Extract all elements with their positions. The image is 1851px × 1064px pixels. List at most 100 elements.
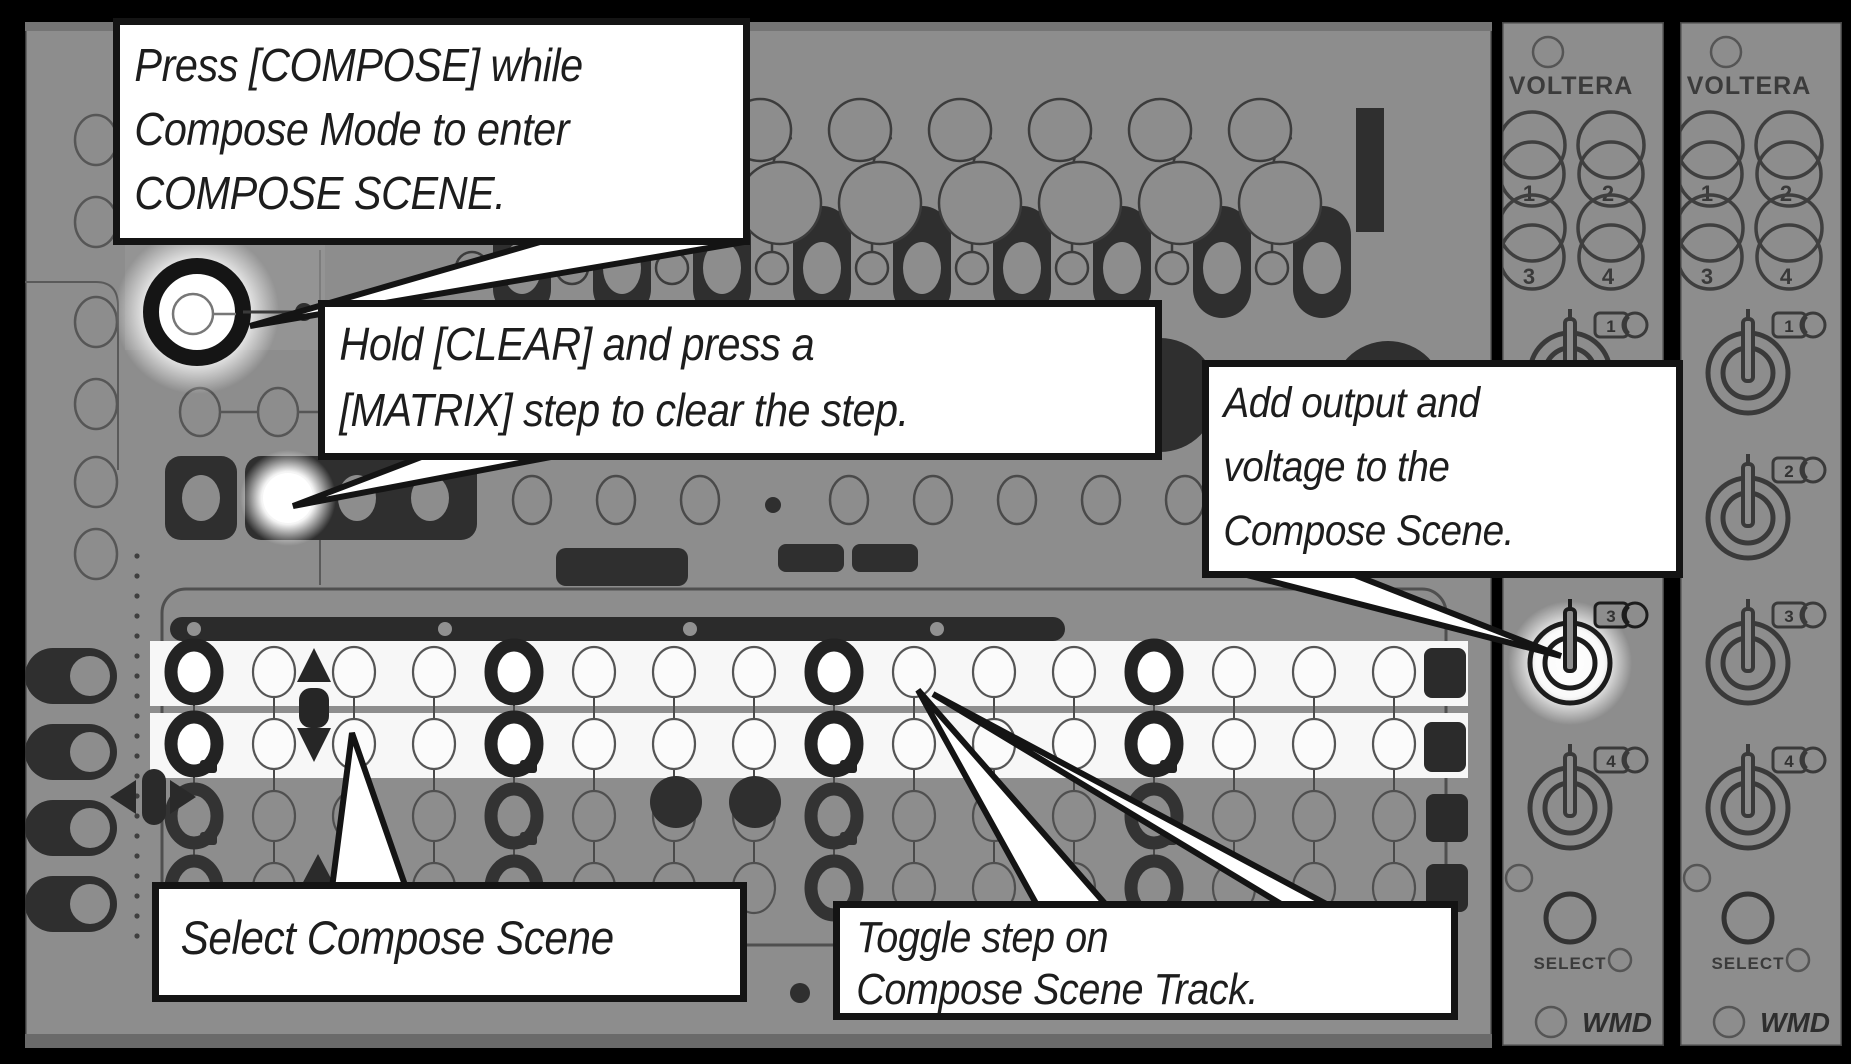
matrix-step[interactable] xyxy=(251,789,297,843)
left-jack[interactable] xyxy=(73,377,119,431)
top-knob-lower[interactable] xyxy=(737,160,823,246)
matrix-step[interactable] xyxy=(1051,717,1097,771)
pattern-button[interactable] xyxy=(912,474,954,526)
top-button[interactable] xyxy=(1103,242,1141,294)
matrix-step-active[interactable] xyxy=(804,638,864,706)
top-jack[interactable] xyxy=(1254,250,1290,286)
top-jack[interactable] xyxy=(754,250,790,286)
top-jack[interactable] xyxy=(1054,250,1090,286)
left-jack[interactable] xyxy=(73,455,119,509)
top-knob-lower[interactable] xyxy=(937,160,1023,246)
voltera-jack[interactable] xyxy=(1576,110,1646,180)
matrix-step-button[interactable] xyxy=(411,475,449,521)
shift-handle[interactable] xyxy=(142,769,166,825)
matrix-step[interactable] xyxy=(1371,789,1417,843)
matrix-step[interactable] xyxy=(891,645,937,699)
nudge-up-icon[interactable] xyxy=(297,648,331,682)
matrix-step[interactable] xyxy=(1291,789,1337,843)
voltera-jack[interactable] xyxy=(1502,110,1567,180)
matrix-step[interactable] xyxy=(571,645,617,699)
matrix-step-active[interactable] xyxy=(164,710,224,778)
top-knob-upper[interactable] xyxy=(827,97,893,163)
top-jack[interactable] xyxy=(954,250,990,286)
top-knob-upper[interactable] xyxy=(1127,97,1193,163)
matrix-step[interactable] xyxy=(251,717,297,771)
matrix-step[interactable] xyxy=(891,717,937,771)
top-jack[interactable] xyxy=(554,250,590,286)
top-button[interactable] xyxy=(803,242,841,294)
top-jack[interactable] xyxy=(854,250,890,286)
nudge-handle[interactable] xyxy=(299,688,329,728)
panel-jack[interactable] xyxy=(178,386,222,438)
top-knob-upper[interactable] xyxy=(927,97,993,163)
matrix-step-button[interactable] xyxy=(338,475,376,521)
matrix-step[interactable] xyxy=(1051,789,1097,843)
shift-left-icon[interactable] xyxy=(110,780,136,814)
shift-right-icon[interactable] xyxy=(170,780,196,814)
matrix-step[interactable] xyxy=(971,717,1017,771)
pattern-button[interactable] xyxy=(595,474,637,526)
panel-jack[interactable] xyxy=(256,386,300,438)
top-jack[interactable] xyxy=(454,250,490,286)
voltera-jack[interactable] xyxy=(1576,193,1646,263)
matrix-step[interactable] xyxy=(1291,717,1337,771)
voltera-jack[interactable] xyxy=(1680,110,1745,180)
matrix-step-active[interactable] xyxy=(164,638,224,706)
top-button[interactable] xyxy=(903,242,941,294)
matrix-step[interactable] xyxy=(331,717,377,771)
matrix-step[interactable] xyxy=(1051,645,1097,699)
matrix-step-active[interactable] xyxy=(484,782,544,850)
matrix-step[interactable] xyxy=(1211,789,1257,843)
row4-up-icon[interactable] xyxy=(301,854,335,886)
top-knob-lower[interactable] xyxy=(1137,160,1223,246)
voltera-jack[interactable] xyxy=(1502,193,1567,263)
matrix-step[interactable] xyxy=(571,717,617,771)
matrix-step[interactable] xyxy=(411,717,457,771)
matrix-step[interactable] xyxy=(1371,645,1417,699)
matrix-step[interactable] xyxy=(1211,717,1257,771)
matrix-step-active[interactable] xyxy=(484,638,544,706)
matrix-step[interactable] xyxy=(1211,645,1257,699)
top-button[interactable] xyxy=(1303,242,1341,294)
pattern-button[interactable] xyxy=(679,474,721,526)
matrix-step[interactable] xyxy=(891,789,937,843)
voltera-jack[interactable] xyxy=(1754,193,1824,263)
top-jack[interactable] xyxy=(1154,250,1190,286)
matrix-step[interactable] xyxy=(971,645,1017,699)
matrix-step[interactable] xyxy=(651,717,697,771)
top-knob-upper[interactable] xyxy=(1027,97,1093,163)
dark-pad[interactable] xyxy=(650,776,702,828)
top-knob-lower[interactable] xyxy=(837,160,923,246)
pattern-button[interactable] xyxy=(1080,474,1122,526)
top-button[interactable] xyxy=(1203,242,1241,294)
matrix-step[interactable] xyxy=(411,645,457,699)
top-button[interactable] xyxy=(1003,242,1041,294)
pattern-button[interactable] xyxy=(828,474,870,526)
top-button[interactable] xyxy=(603,242,641,294)
top-button[interactable] xyxy=(703,242,741,294)
compose-button[interactable] xyxy=(143,258,251,366)
top-button[interactable] xyxy=(503,242,541,294)
select-button[interactable] xyxy=(1721,891,1775,945)
matrix-step[interactable] xyxy=(731,717,777,771)
dark-pad[interactable] xyxy=(729,776,781,828)
voltera-jack[interactable] xyxy=(1754,110,1824,180)
matrix-mode-button[interactable] xyxy=(182,475,220,521)
matrix-step[interactable] xyxy=(571,789,617,843)
top-knob-lower[interactable] xyxy=(1237,160,1323,246)
matrix-step[interactable] xyxy=(1371,717,1417,771)
matrix-step-active[interactable] xyxy=(1124,638,1184,706)
cleared-step-button[interactable] xyxy=(263,473,313,523)
top-knob-lower[interactable] xyxy=(1037,160,1123,246)
matrix-step[interactable] xyxy=(1291,645,1337,699)
matrix-step[interactable] xyxy=(971,789,1017,843)
matrix-step-active[interactable] xyxy=(804,782,864,850)
pattern-button[interactable] xyxy=(996,474,1038,526)
top-jack[interactable] xyxy=(654,250,690,286)
top-knob-upper[interactable] xyxy=(1227,97,1293,163)
matrix-step-active[interactable] xyxy=(804,710,864,778)
matrix-step[interactable] xyxy=(331,645,377,699)
left-jack[interactable] xyxy=(73,527,119,581)
select-button[interactable] xyxy=(1543,891,1597,945)
matrix-step-active[interactable] xyxy=(484,710,544,778)
